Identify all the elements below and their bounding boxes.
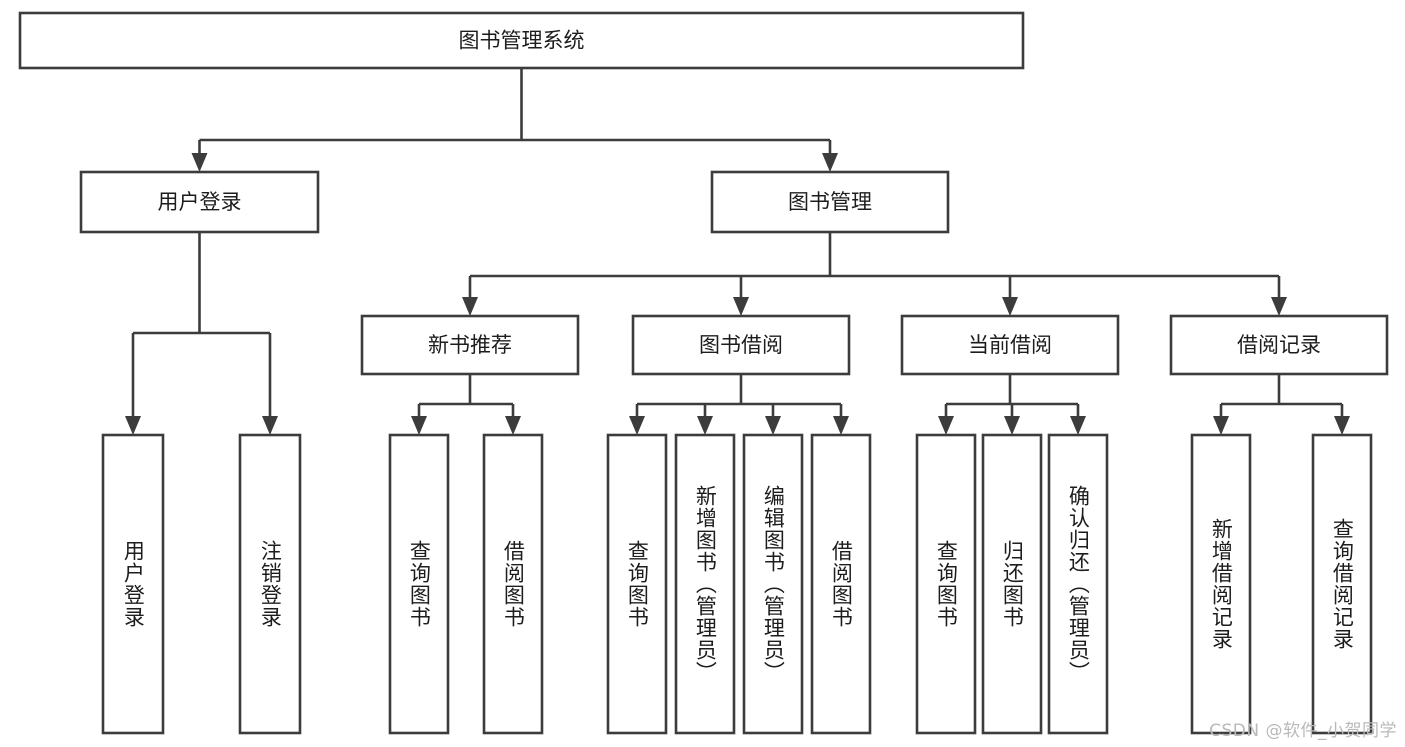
arrow-head-icon <box>1213 416 1229 435</box>
node-box-n_borrow[interactable] <box>631 314 851 376</box>
arrow-head-icon <box>1334 416 1350 435</box>
node-box-l_add_book[interactable] <box>674 433 736 735</box>
node-box-l_edit_book[interactable] <box>742 433 804 735</box>
node-box-l_user_login[interactable] <box>101 433 165 735</box>
arrow-head-icon <box>822 153 838 172</box>
node-box-n_records[interactable] <box>1169 314 1389 376</box>
node-label-root: 图书管理系统 <box>459 29 585 53</box>
arrow-head-icon <box>1271 297 1287 316</box>
node-box-l_q_book_2[interactable] <box>606 433 668 735</box>
arrow-head-icon <box>411 416 427 435</box>
node-box-root[interactable] <box>18 11 1025 70</box>
node-box-n_book_mgmt[interactable] <box>710 170 950 234</box>
arrow-head-icon <box>262 416 278 435</box>
node-box-l_confirm_return[interactable] <box>1047 433 1109 735</box>
arrow-head-icon <box>697 416 713 435</box>
node-box-l_borrow_book_2[interactable] <box>810 433 872 735</box>
arrow-head-icon <box>1004 416 1020 435</box>
node-box-n_user_login[interactable] <box>79 170 320 234</box>
node-box-l_return_book[interactable] <box>981 433 1043 735</box>
arrow-head-icon <box>1070 416 1086 435</box>
arrow-head-icon <box>505 416 521 435</box>
arrow-head-icon <box>125 416 141 435</box>
node-box-l_query_record[interactable] <box>1311 433 1373 735</box>
node-box-l_add_record[interactable] <box>1190 433 1252 735</box>
arrow-head-icon <box>462 297 478 316</box>
node-box-l_borrow_book_1[interactable] <box>482 433 544 735</box>
node-boxes-layer <box>18 11 1389 735</box>
node-box-n_current[interactable] <box>900 314 1120 376</box>
arrow-head-icon <box>938 416 954 435</box>
node-label-n_records: 借阅记录 <box>1237 333 1321 357</box>
node-label-n_new_rec: 新书推荐 <box>428 333 512 357</box>
watermark-credit: CSDN @软件_小贺同学 <box>1209 721 1397 741</box>
node-label-n_user_login: 用户登录 <box>158 190 242 214</box>
connectors-layer <box>125 68 1350 435</box>
arrow-head-icon <box>191 153 208 172</box>
node-box-l_user_logout[interactable] <box>238 433 302 735</box>
arrow-head-icon <box>1002 297 1018 316</box>
node-label-n_current: 当前借阅 <box>968 333 1052 357</box>
arrow-head-icon <box>833 416 849 435</box>
node-label-n_book_mgmt: 图书管理 <box>788 190 872 214</box>
node-box-n_new_rec[interactable] <box>360 314 580 376</box>
arrow-head-icon <box>765 416 781 435</box>
node-box-l_q_book_3[interactable] <box>915 433 977 735</box>
node-box-l_q_book_1[interactable] <box>388 433 450 735</box>
arrow-head-icon <box>733 297 749 316</box>
node-label-n_borrow: 图书借阅 <box>699 333 783 357</box>
arrow-head-icon <box>629 416 645 435</box>
